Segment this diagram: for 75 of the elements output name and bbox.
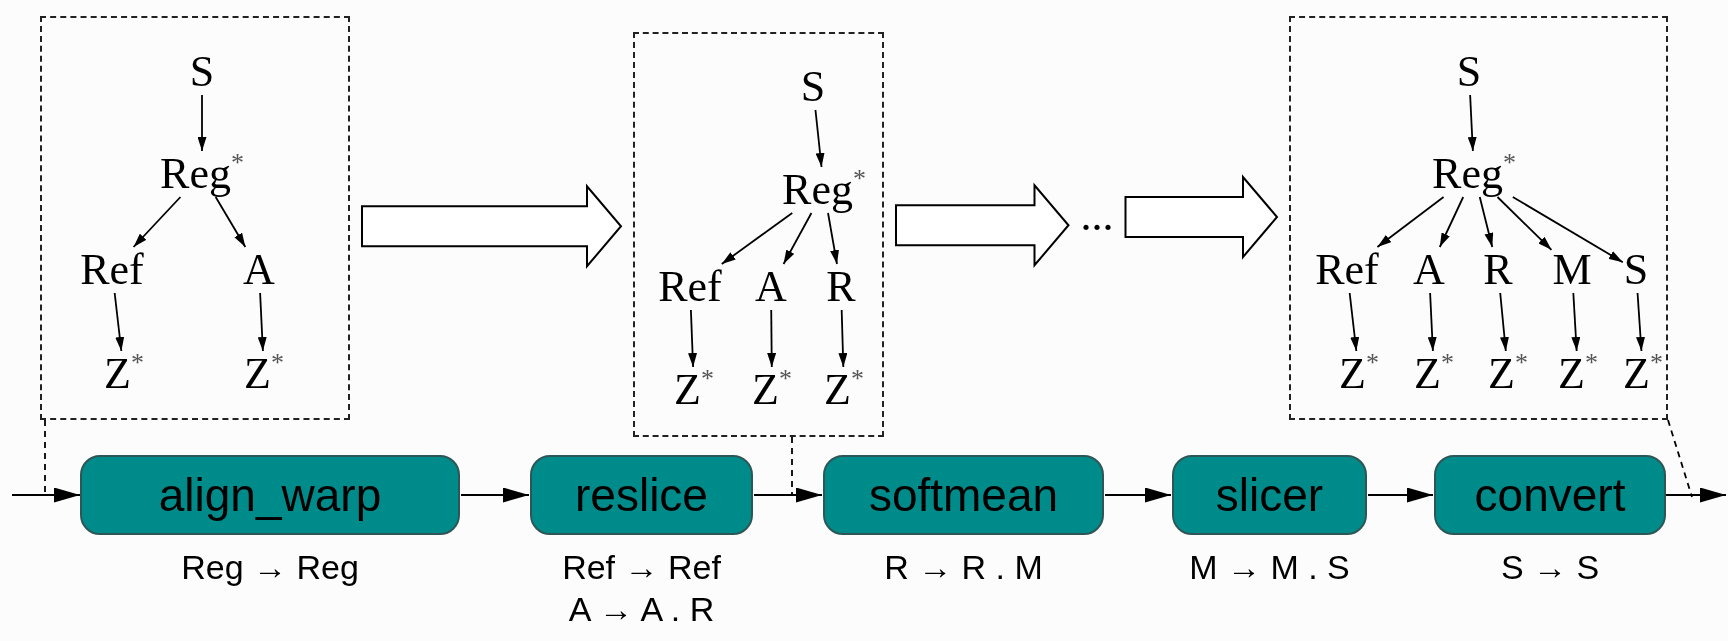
leader-line — [791, 436, 793, 495]
tree-node-label: Ref — [1315, 248, 1379, 292]
tree-node-label: Ref — [658, 265, 722, 309]
arrow — [197, 94, 207, 152]
dashed-frame — [633, 32, 884, 437]
arrow — [814, 109, 825, 168]
arrow — [113, 292, 125, 352]
tree-node-label: Z$^{*}$ — [1623, 352, 1663, 396]
mapping-text: S → S — [1500, 547, 1600, 587]
tree-node-label: Z$^{*}$ — [104, 352, 144, 396]
arrow — [1427, 292, 1437, 352]
leader-line — [1667, 419, 1693, 498]
tree-node-label: Z$^{*}$ — [1558, 352, 1598, 396]
dashed-frame — [40, 16, 350, 420]
mapping-text: M → M . S — [1189, 547, 1350, 587]
tree-node-label: Reg$^{*}$ — [160, 152, 244, 196]
tree-node-label: A — [1413, 248, 1445, 292]
arrow — [1367, 487, 1434, 503]
arrow — [827, 212, 839, 265]
tree-node-label: Z$^{*}$ — [1488, 352, 1528, 396]
arrow — [1636, 292, 1645, 352]
block-arrow — [895, 182, 1070, 268]
arrow — [1104, 487, 1172, 503]
mapping-text: Ref → Ref — [562, 547, 721, 587]
tree-node-label: M — [1552, 248, 1592, 292]
block-arrow — [1124, 174, 1279, 260]
arrow — [214, 196, 247, 248]
tree-node-label: S — [800, 65, 826, 109]
arrow — [767, 309, 777, 368]
tree-node-label: Z$^{*}$ — [1414, 352, 1454, 396]
arrow — [1438, 196, 1465, 248]
process-box: convert — [1434, 455, 1666, 535]
tree-node-label: S — [189, 50, 215, 94]
process-box: reslice — [530, 455, 753, 535]
tree-node-label: Z$^{*}$ — [1339, 352, 1379, 396]
tree-node-label: Z$^{*}$ — [824, 368, 864, 412]
arrow — [1511, 196, 1624, 264]
tree-node-label: A — [755, 265, 787, 309]
arrow — [1376, 196, 1445, 248]
arrow — [838, 309, 848, 368]
arrow — [1467, 94, 1477, 152]
arrow — [782, 212, 813, 265]
tree-node-label: R — [1483, 248, 1513, 292]
tree-node-label: Reg$^{*}$ — [782, 168, 866, 212]
arrow — [1348, 292, 1360, 352]
arrow — [1665, 487, 1727, 503]
tree-node-label: S — [1456, 50, 1482, 94]
arrow — [11, 487, 81, 503]
process-box: align_warp — [80, 455, 460, 535]
tree-node-label: Z$^{*}$ — [674, 368, 714, 412]
arrow — [1496, 196, 1553, 251]
tree-node-label: S — [1623, 248, 1649, 292]
tree-node-label: Reg$^{*}$ — [1432, 152, 1516, 196]
arrow — [257, 292, 267, 352]
tree-node-label: Z$^{*}$ — [752, 368, 792, 412]
arrow — [1499, 292, 1509, 352]
mapping-text: A → A . R — [568, 589, 715, 629]
arrow — [688, 309, 698, 368]
tree-node-label: A — [243, 248, 275, 292]
dashed-frame — [1289, 16, 1668, 420]
process-box: softmean — [823, 455, 1104, 535]
process-box: slicer — [1172, 455, 1367, 535]
mapping-text: Reg → Reg — [181, 547, 359, 587]
arrow — [720, 212, 794, 265]
tree-node-label: Z$^{*}$ — [244, 352, 284, 396]
tree-node-label: Ref — [80, 248, 144, 292]
block-arrow — [361, 183, 623, 269]
mapping-text: R → R . M — [884, 547, 1043, 587]
ellipsis-text: ... — [1080, 194, 1114, 238]
arrow — [753, 487, 823, 503]
arrow — [1571, 292, 1581, 352]
arrow — [132, 196, 182, 248]
arrow — [460, 487, 530, 503]
tree-node-label: R — [826, 265, 856, 309]
arrow — [1478, 196, 1494, 248]
